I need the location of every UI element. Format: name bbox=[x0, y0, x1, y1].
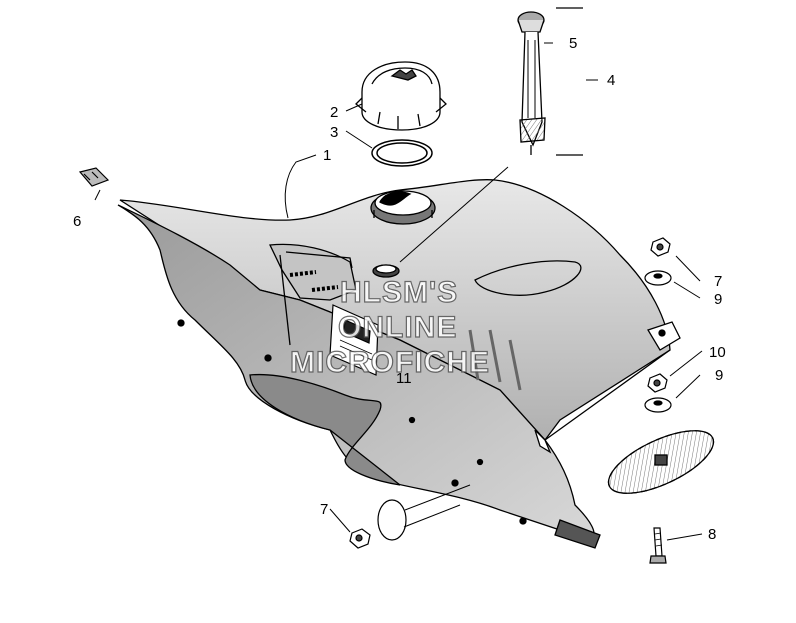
spacer bbox=[377, 499, 407, 541]
callout-9-upper: 9 bbox=[714, 291, 722, 308]
gas-cap bbox=[355, 61, 447, 131]
leader-lines bbox=[94, 42, 703, 541]
callout-2: 2 bbox=[330, 104, 338, 121]
watermark-line-2: ONLINE bbox=[338, 311, 457, 344]
callout-3: 3 bbox=[330, 124, 338, 141]
callout-6: 6 bbox=[73, 213, 81, 230]
watermark-line-1: HLSM'S bbox=[340, 276, 458, 309]
watermark-line-3: MICROFICHE bbox=[290, 346, 490, 379]
warning-decal bbox=[329, 304, 379, 376]
sender-opening bbox=[372, 264, 400, 278]
nut-upper-right bbox=[650, 237, 671, 257]
callout-4: 4 bbox=[607, 72, 615, 89]
callout-8: 8 bbox=[708, 526, 716, 543]
washer-upper-right bbox=[644, 270, 672, 286]
watermark: HLSM'S ONLINE MICROFICHE bbox=[289, 275, 490, 379]
mounting-pad bbox=[607, 430, 715, 494]
filler-neck bbox=[370, 190, 436, 225]
sender-bracket bbox=[556, 7, 583, 156]
callout-1: 1 bbox=[323, 147, 331, 164]
callout-10: 10 bbox=[709, 344, 726, 361]
strap-bracket bbox=[78, 167, 110, 187]
callout-7-lower: 7 bbox=[320, 501, 328, 518]
nut-mid-right bbox=[647, 373, 668, 393]
callout-11: 11 bbox=[396, 370, 412, 387]
nut-lower bbox=[349, 528, 371, 549]
fuel-sender bbox=[517, 11, 546, 155]
o-ring bbox=[371, 139, 433, 167]
callout-5: 5 bbox=[569, 35, 577, 52]
bolt bbox=[649, 527, 667, 564]
callout-9-lower: 9 bbox=[715, 367, 723, 384]
washer-mid-right bbox=[644, 397, 672, 413]
callout-labels: 2 3 1 5 4 6 7 9 10 9 8 7 11 bbox=[73, 35, 726, 543]
fuel-tank bbox=[117, 179, 681, 549]
callout-7-upper: 7 bbox=[714, 273, 722, 290]
